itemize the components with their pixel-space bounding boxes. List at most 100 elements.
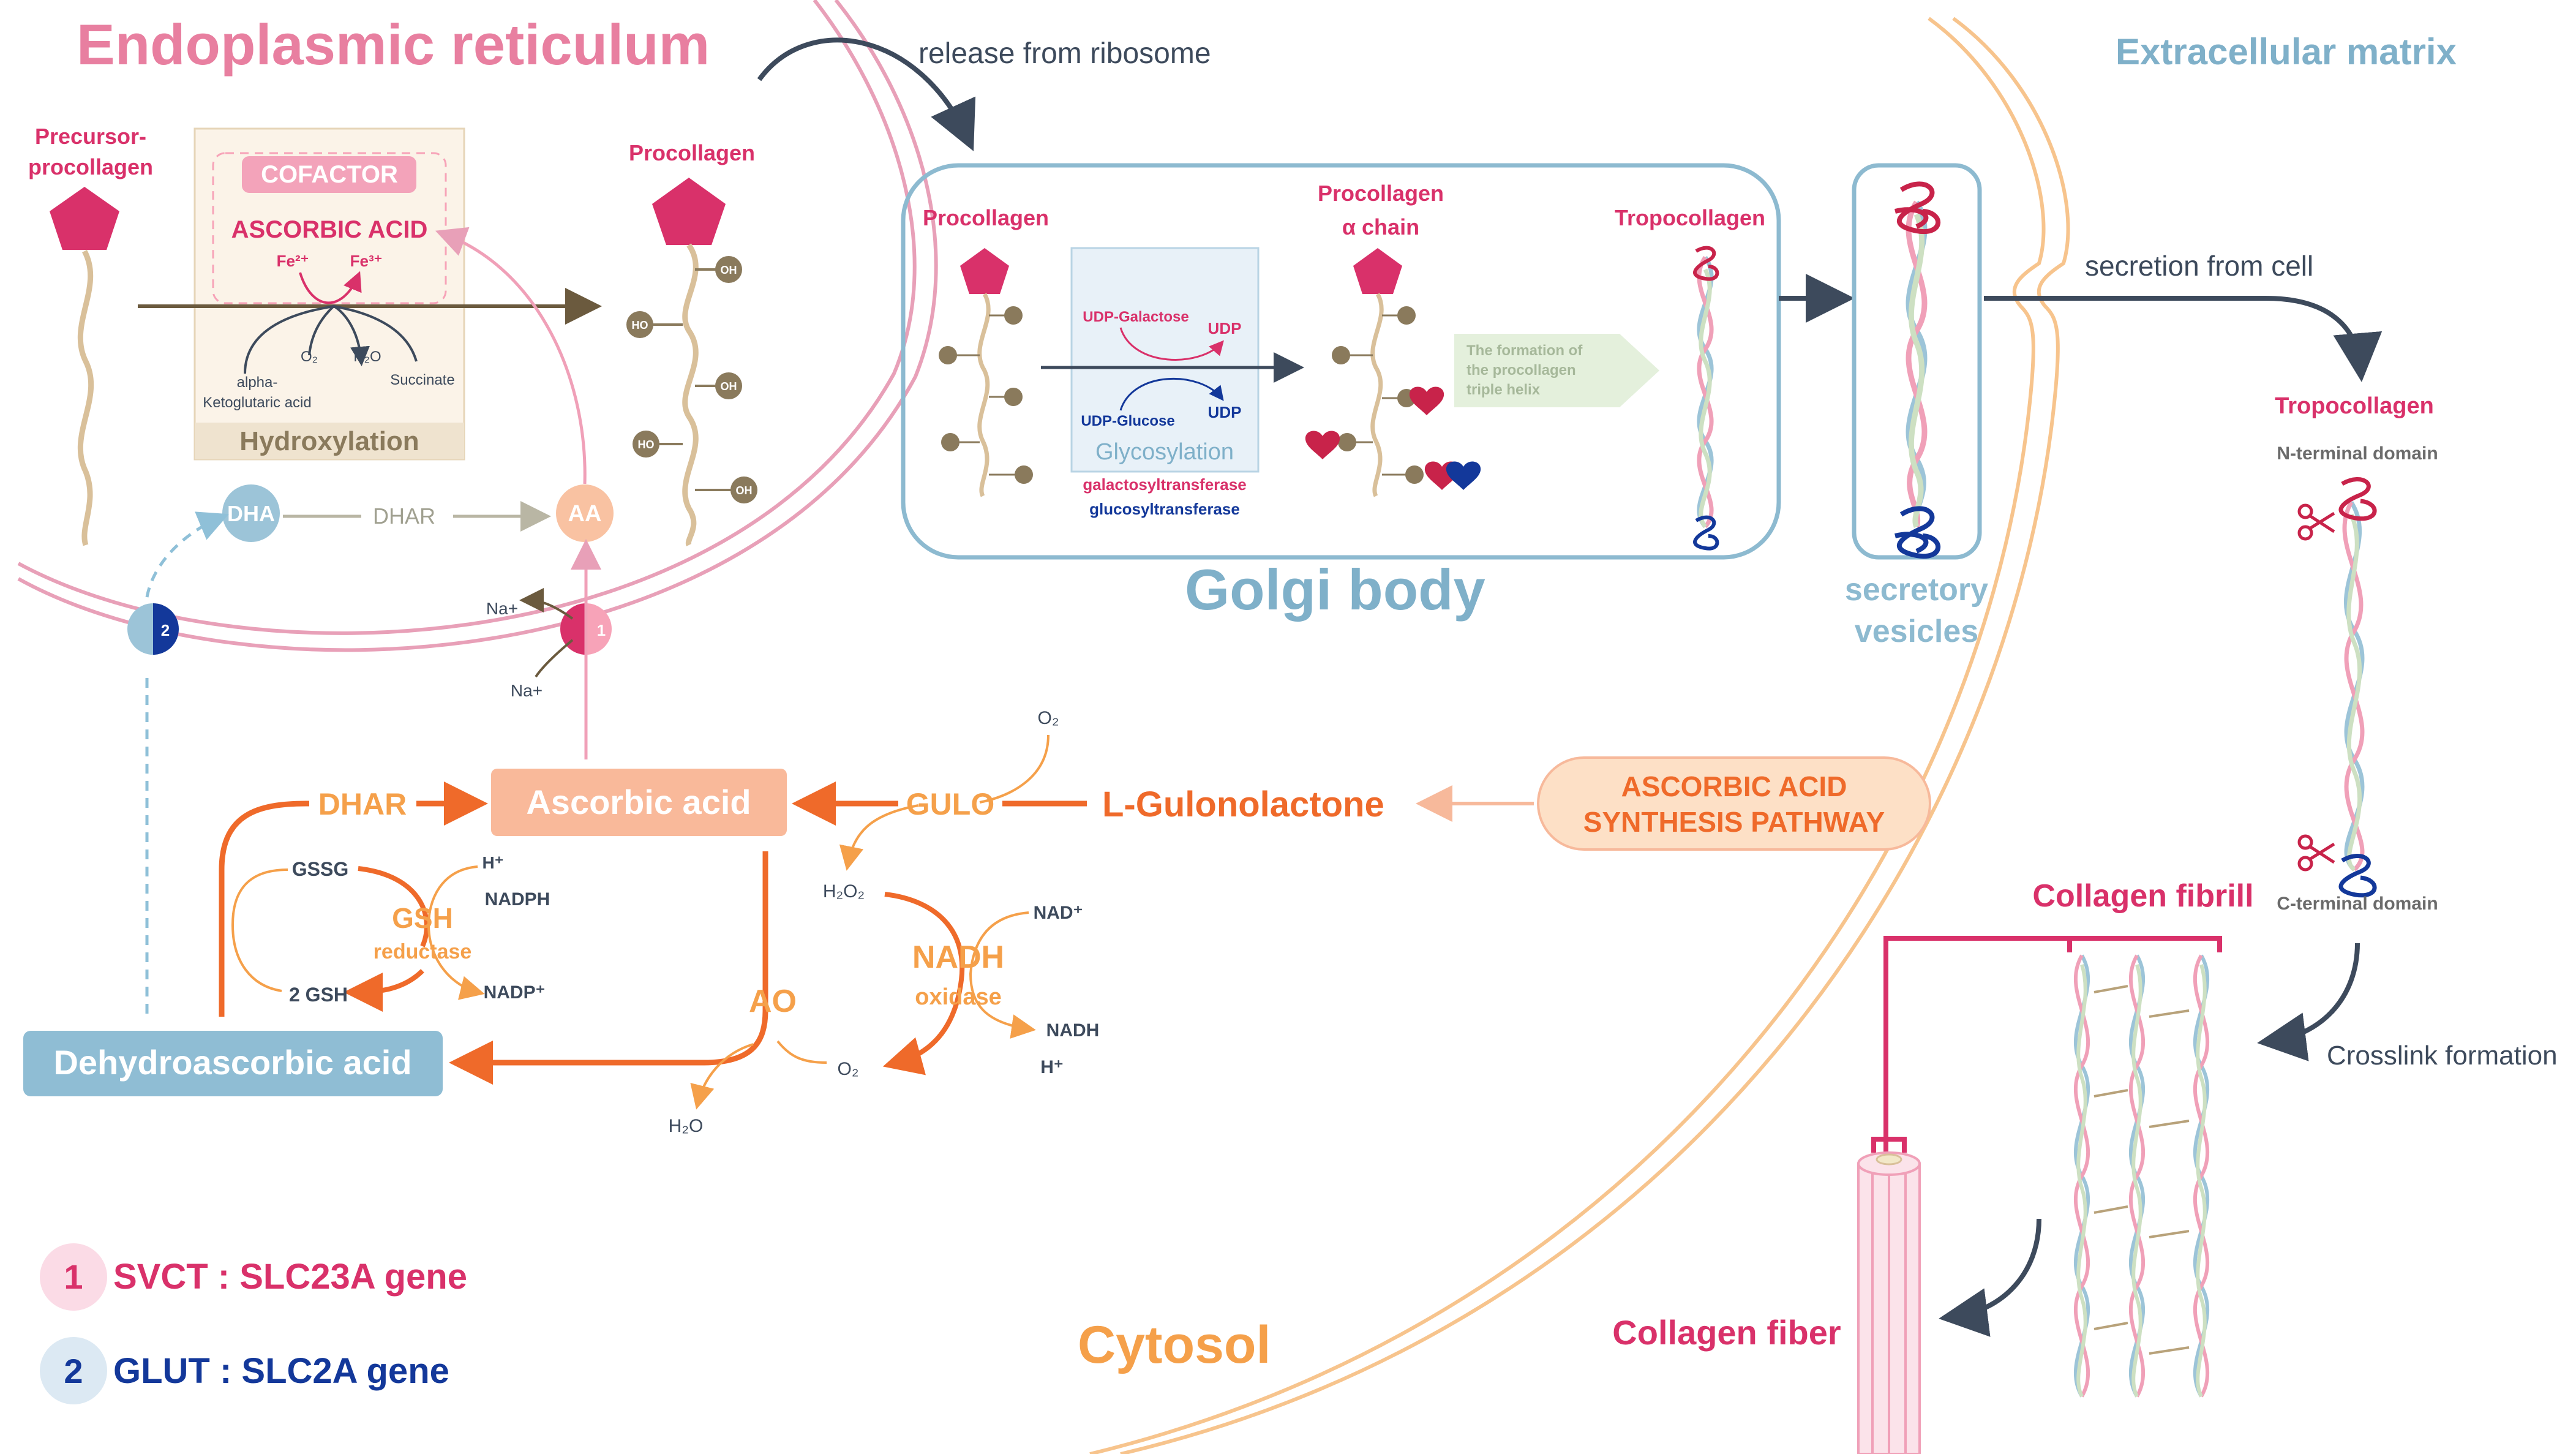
gssg-label: GSSG: [292, 858, 348, 880]
collagen-fibril-helices: [2074, 954, 2209, 1398]
oh-label-3: OH: [736, 484, 753, 497]
ao-o2-curve: [776, 1040, 827, 1064]
dhar-cytosol-label: DHAR: [318, 787, 407, 821]
release-label: release from ribosome: [918, 37, 1211, 70]
golgi-chain-2: [1370, 293, 1384, 497]
n-terminal-label: N-terminal domain: [2277, 443, 2438, 464]
cell-membrane: [1089, 17, 2070, 1454]
alpha-chain-label-line1: Procollagen: [1318, 181, 1444, 206]
oh-label-1: OH: [721, 264, 737, 276]
legend-label-2: GLUT : SLC2A gene: [113, 1351, 449, 1391]
golgi-box: [901, 163, 1781, 560]
gulo-h2o2-curve: [839, 804, 919, 871]
collagen-fiber-bundle: [1857, 1151, 1921, 1454]
cofactor-reaction-curves: [244, 304, 418, 374]
c-terminal-label: C-terminal domain: [2277, 894, 2438, 914]
two-gsh-label: 2 GSH: [289, 984, 348, 1006]
precursor-label-line1: Precursor-: [35, 124, 146, 149]
ho-label-1: HO: [632, 319, 648, 331]
oh-label-2: OH: [721, 380, 737, 393]
h-plus-right-label: H⁺: [1040, 1057, 1064, 1077]
dehydroascorbic-label: Dehydroascorbic acid: [53, 1043, 411, 1082]
fibril-label: Collagen fibrill: [2032, 878, 2253, 914]
legend-circle-2: [40, 1337, 107, 1404]
h2o-label-cytosol: H₂O: [669, 1116, 704, 1136]
alpha-kg-line2: Ketoglutaric acid: [203, 394, 311, 411]
udp-top-label: UDP: [1208, 319, 1242, 337]
procollagen-chain-er: [682, 243, 699, 547]
transporter-2-icon: [127, 603, 179, 655]
udp-bottom-label: UDP: [1208, 403, 1242, 421]
nadph-label: NADPH: [485, 889, 550, 910]
dha-transport-dashed: [145, 518, 220, 1014]
nadh-oxidase-label: NADH: [912, 940, 1004, 975]
ao-h2o-curve: [690, 1043, 754, 1110]
triple-helix-formation-arrow-shape: [1454, 334, 1659, 407]
formation-line3: triple helix: [1466, 382, 1541, 398]
fibril-to-fiber-arrow: [1939, 1218, 2041, 1337]
golgi-chain-1: [977, 293, 991, 497]
na-in-arrow: [535, 639, 574, 678]
udp-glucose-label: UDP-Glucose: [1081, 413, 1174, 429]
na-bottom-label: Na+: [511, 681, 543, 700]
precursor-pentagon-icon: [50, 187, 119, 250]
gulonolactone-label: L-Gulonolactone: [1102, 785, 1384, 824]
cytosol-title: Cytosol: [1078, 1316, 1271, 1374]
dhar-er-label: DHAR: [373, 503, 435, 529]
nad-nadh-curve: [969, 911, 1036, 1039]
ao-arrow: [449, 851, 768, 1085]
synthesis-label-line2: SYNTHESIS PATHWAY: [1583, 806, 1885, 838]
fibril-bracket: [1883, 936, 2222, 1153]
er-title: Endoplasmic reticulum: [77, 12, 710, 77]
legend-label-1: SVCT : SLC23A gene: [113, 1257, 467, 1297]
h2o-label-er: H₂O: [353, 348, 381, 365]
alpha-kg-line1: alpha-: [237, 374, 278, 391]
fe-cycle-arrow: [299, 271, 362, 304]
transporter-1-number: 1: [597, 621, 606, 639]
gsh-reductase-label: reductase: [374, 940, 472, 963]
golgi-title: Golgi body: [1185, 557, 1485, 622]
legend-circle-1: [40, 1243, 107, 1311]
procollagen-pentagon-icon: [652, 178, 726, 245]
vesicles-label-line1: secretory: [1845, 572, 1988, 608]
procollagen-label-er: Procollagen: [629, 140, 755, 165]
dehydroascorbic-box: [23, 1031, 443, 1096]
legend-num-1: 1: [64, 1257, 83, 1296]
fe3-label: Fe³⁺: [350, 252, 383, 270]
gsh-label: GSH: [392, 902, 453, 934]
vesicle-triple-helix: [1894, 181, 1941, 559]
nadph-cycle-curve: [427, 865, 485, 1000]
tropocollagen-label-ecm: Tropocollagen: [2275, 393, 2434, 419]
glycosylation-label: Glycosylation: [1095, 439, 1234, 465]
ecm-triple-helix: [2338, 477, 2377, 898]
synthesis-pathway-pill: [1537, 756, 1931, 851]
dha-label: DHA: [227, 501, 275, 526]
oxidase-label: oxidase: [915, 984, 1002, 1010]
formation-line2: the procollagen: [1466, 362, 1576, 379]
hydroxylation-box: [193, 127, 465, 461]
synthesis-label-line1: ASCORBIC ACID: [1621, 770, 1847, 802]
succinate-label: Succinate: [390, 372, 454, 388]
h2o2-label: H₂O₂: [823, 881, 865, 902]
gsh-cycle-left-curves: [231, 868, 288, 992]
ecm-title: Extracellular matrix: [2116, 31, 2457, 72]
dhar-cycle-arrow: [219, 782, 488, 1017]
golgi-pentagon-1-icon: [960, 248, 1009, 294]
er-membrane: [17, 0, 938, 652]
nadh-oxidase-arc: [882, 892, 965, 1075]
precursor-label-line2: procollagen: [28, 154, 153, 179]
glucosyltransferase-label: glucosyltransferase: [1089, 500, 1240, 518]
golgi-hydroxyls-1: [939, 306, 1033, 484]
golgi-triple-helix: [1693, 246, 1719, 551]
gulo-label: GULO: [906, 787, 994, 821]
galactosyltransferase-label: galactosyltransferase: [1083, 475, 1246, 494]
transporter-1-icon: [560, 603, 612, 655]
golgi-pentagon-2-icon: [1353, 248, 1402, 294]
hydroxyl-groups-er: [626, 256, 757, 503]
fe2-label: Fe²⁺: [277, 252, 309, 270]
hydroxylation-label: Hydroxylation: [239, 426, 419, 456]
procollagen-label-golgi: Procollagen: [923, 205, 1049, 230]
precursor-chain: [77, 249, 94, 546]
o2-label-er: O₂: [301, 348, 318, 365]
formation-line1: The formation of: [1466, 342, 1583, 359]
